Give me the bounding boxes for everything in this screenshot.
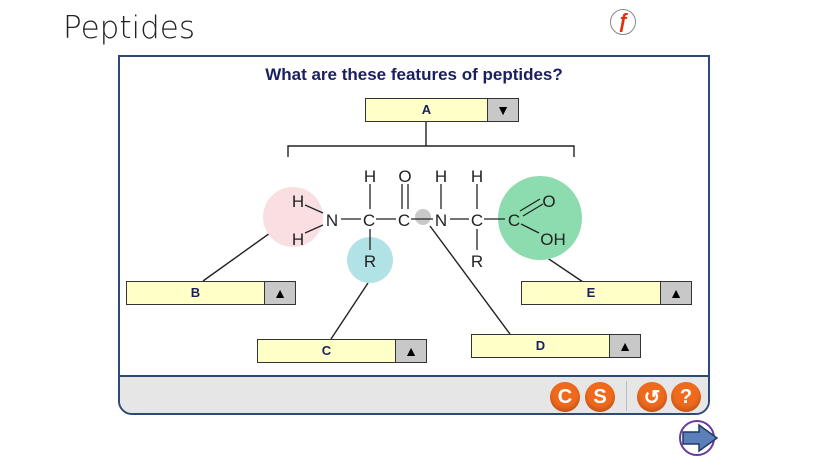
dropdown-c-label: C [321, 343, 332, 358]
dropdown-e-label: E [586, 285, 596, 300]
dropdown-b[interactable]: B ▲ [126, 281, 296, 305]
activity-footer: C S ↺ ? [120, 375, 708, 413]
dropdown-b-label: B [190, 285, 201, 300]
reset-button[interactable]: ↺ [637, 382, 667, 412]
dropdown-a-label: A [421, 102, 432, 117]
dropdown-d-label: D [535, 338, 546, 353]
chevron-up-icon[interactable]: ▲ [660, 282, 691, 304]
slide-title: Peptides [63, 10, 196, 46]
footer-divider [626, 381, 627, 411]
flash-icon: ƒ [610, 9, 636, 35]
dropdown-e[interactable]: E ▲ [521, 281, 692, 305]
solution-button[interactable]: S [585, 382, 615, 412]
chevron-up-icon[interactable]: ▲ [395, 340, 426, 362]
next-arrow-icon[interactable] [677, 418, 721, 458]
question-title: What are these features of peptides? [265, 65, 563, 84]
dropdown-c[interactable]: C ▲ [257, 339, 427, 363]
dropdown-d[interactable]: D ▲ [471, 334, 641, 358]
chevron-up-icon[interactable]: ▲ [264, 282, 295, 304]
help-button[interactable]: ? [671, 382, 701, 412]
chevron-down-icon[interactable]: ▼ [487, 99, 518, 121]
chevron-up-icon[interactable]: ▲ [609, 335, 640, 357]
dropdown-a[interactable]: A ▼ [365, 98, 519, 122]
check-button[interactable]: C [550, 382, 580, 412]
